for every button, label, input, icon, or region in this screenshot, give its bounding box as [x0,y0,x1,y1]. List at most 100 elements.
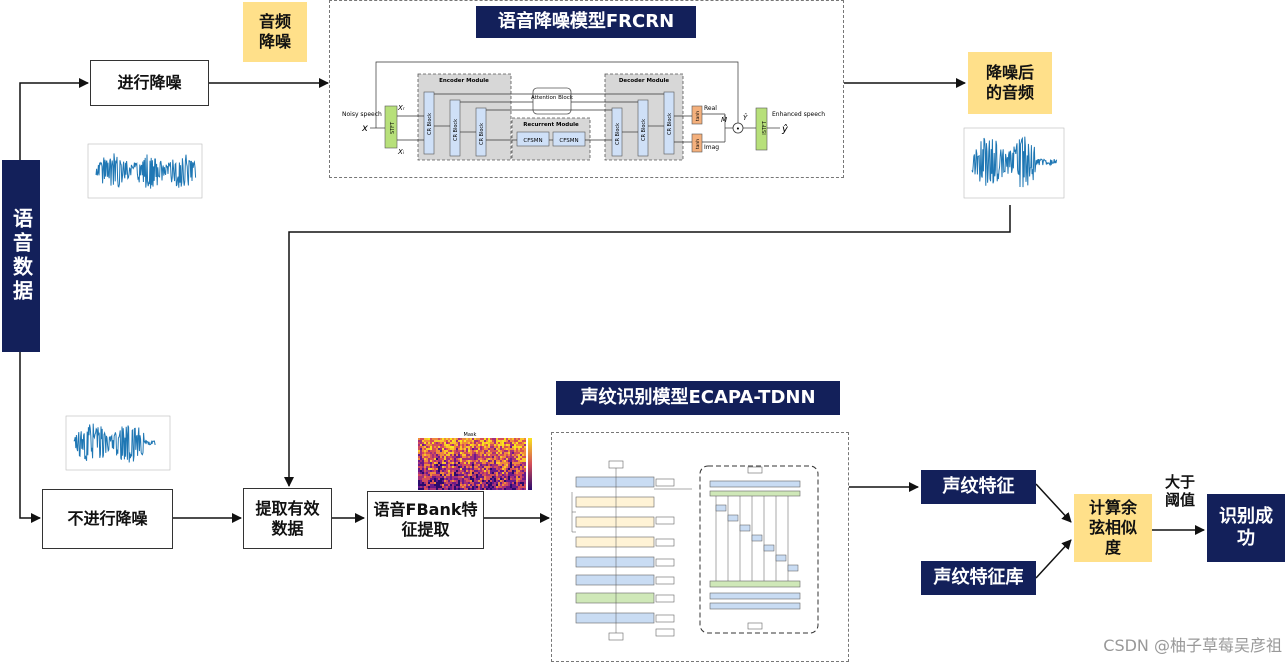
spectrogram-cell [506,466,508,468]
spectrogram-cell [452,452,454,454]
spectrogram-cell [474,460,476,462]
spectrogram-cell [486,468,488,470]
spectrogram-cell [524,460,526,462]
fbank-label: 语音FBank特 征提取 [373,500,478,539]
spectrogram-cell [462,440,464,442]
spectrogram-cell [510,484,512,486]
spectrogram-cell [456,460,458,462]
spectrogram-cell [466,474,468,476]
spectrogram-cell [444,446,446,448]
spectrogram-cell [434,464,436,466]
spectrogram-cell [492,472,494,474]
spectrogram-cell [442,464,444,466]
spectrogram-cell [458,472,460,474]
spectrogram-cell [504,486,506,488]
spectrogram-cell [420,472,422,474]
spectrogram-cell [444,476,446,478]
spectrogram-cell [424,478,426,480]
spectrogram-cell [466,470,468,472]
spectrogram-cell [450,442,452,444]
spectrogram-cell [456,478,458,480]
spectrogram-cell [504,470,506,472]
spectrogram-cell [436,478,438,480]
spectrogram-cell [426,464,428,466]
spectrogram-cell [462,442,464,444]
spectrogram-cell [492,478,494,480]
spectrogram-cell [426,478,428,480]
spectrogram-cell [508,476,510,478]
spectrogram-cell [422,484,424,486]
spectrogram-cell [452,472,454,474]
spectrogram-cell [498,466,500,468]
speech-data-label: 语音数据 [9,208,34,304]
spectrogram-cell [486,484,488,486]
spectrogram-cell [478,476,480,478]
spectrogram-cell [448,454,450,456]
spectrogram-cell [480,444,482,446]
spectrogram-cell [438,448,440,450]
spectrogram-cell [464,448,466,450]
spectrogram-cell [488,482,490,484]
spectrogram-cell [450,452,452,454]
spectrogram-cell [432,462,434,464]
spectrogram-cell [434,474,436,476]
spectrogram-cell [430,484,432,486]
spectrogram-cell [500,472,502,474]
spectrogram-cell [486,472,488,474]
spectrogram-cell [432,486,434,488]
spectrogram-cell [466,472,468,474]
spectrogram-cell [452,440,454,442]
spectrogram-cell [456,466,458,468]
spectrogram-cell [422,468,424,470]
spectrogram-cell [454,476,456,478]
spectrogram-cell [500,462,502,464]
spectrogram-cell [476,448,478,450]
spectrogram-cell [500,476,502,478]
spectrogram-cell [440,450,442,452]
spectrogram-cell [472,440,474,442]
spectrogram-cell [486,440,488,442]
spectrogram-cell [504,448,506,450]
spectrogram-cell [452,466,454,468]
spectrogram-cell [500,456,502,458]
spectrogram-cell [472,442,474,444]
spectrogram-cell [464,458,466,460]
spectrogram-cell [512,458,514,460]
arrow-library-to-cosine [1035,539,1072,579]
spectrogram-cell [426,440,428,442]
spectrogram-cell [442,482,444,484]
spectrogram-cell [436,480,438,482]
spectrogram-cell [520,486,522,488]
spectrogram-cell [498,476,500,478]
spectrogram-cell [516,446,518,448]
frcrn-cr-5: CR Block [641,119,647,141]
spectrogram-cell [418,444,420,446]
frcrn-yhat: ŷ [781,123,789,135]
spectrogram-cell [510,476,512,478]
spectrogram-cell [490,462,492,464]
spectrogram-cell [522,460,524,462]
spectrogram-cell [436,488,438,490]
frcrn-cfsmn-1: CFSMN [523,138,542,144]
spectrogram-cell [494,456,496,458]
spectrogram-cell [440,474,442,476]
spectrogram-cell [498,444,500,446]
spectrogram-cell [508,460,510,462]
spectrogram-cell [512,472,514,474]
ecapa-container [551,432,849,662]
spectrogram-cell [442,456,444,458]
spectrogram-cell [470,472,472,474]
spectrogram-cell [516,454,518,456]
spectrogram-cell [444,444,446,446]
spectrogram-cell [472,474,474,476]
spectrogram-cell [518,446,520,448]
spectrogram-cell [468,476,470,478]
spectrogram-cell [444,470,446,472]
spectrogram-cell [492,460,494,462]
spectrogram-cell [464,464,466,466]
spectrogram-cell [486,460,488,462]
spectrogram-cell [520,440,522,442]
spectrogram-cell [450,456,452,458]
spectrogram-cell [520,458,522,460]
spectrogram-cell [436,486,438,488]
